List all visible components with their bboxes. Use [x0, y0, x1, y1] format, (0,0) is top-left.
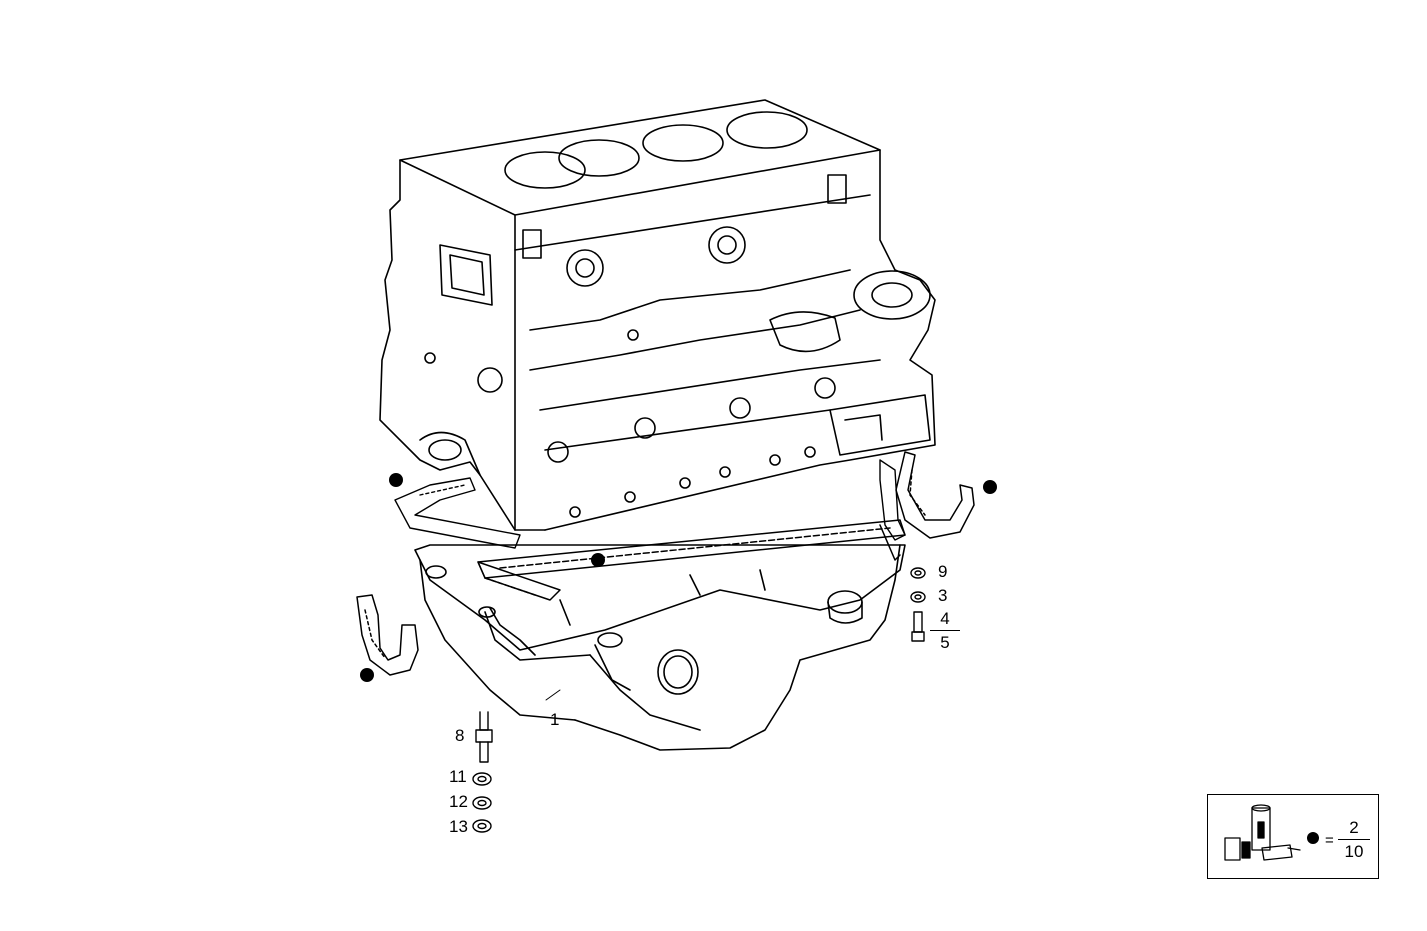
callout-11: 11 — [449, 767, 467, 786]
callout-1-leader — [545, 689, 561, 701]
callout-5: 5 — [940, 633, 950, 652]
kit-marker-dots — [360, 473, 1319, 844]
kit-legend-box — [1207, 794, 1379, 879]
right-hardware — [910, 567, 926, 642]
front-main-seal — [356, 594, 419, 676]
callout-8: 8 — [455, 726, 465, 745]
callout-13: 13 — [449, 817, 468, 836]
callout-12: 12 — [449, 792, 468, 811]
legend-equals: = — [1325, 832, 1334, 849]
stud-hardware — [472, 711, 493, 833]
callout-4-over-5: 4 5 — [930, 609, 960, 653]
rear-main-seal — [895, 451, 975, 539]
oil-pan — [414, 544, 906, 751]
callout-1: 1 — [550, 710, 560, 729]
side-gasket-upper — [394, 459, 906, 549]
gasket-kit-icon — [1224, 804, 1301, 861]
legend-fraction: 2 10 — [1338, 818, 1370, 862]
callout-4: 4 — [930, 609, 960, 631]
callout-9: 9 — [938, 562, 948, 581]
engine-block — [379, 99, 936, 531]
legend-numerator: 2 — [1338, 818, 1370, 840]
legend-denominator: 10 — [1344, 842, 1364, 861]
callout-3: 3 — [938, 586, 948, 605]
oil-pan-gasket — [477, 519, 906, 601]
